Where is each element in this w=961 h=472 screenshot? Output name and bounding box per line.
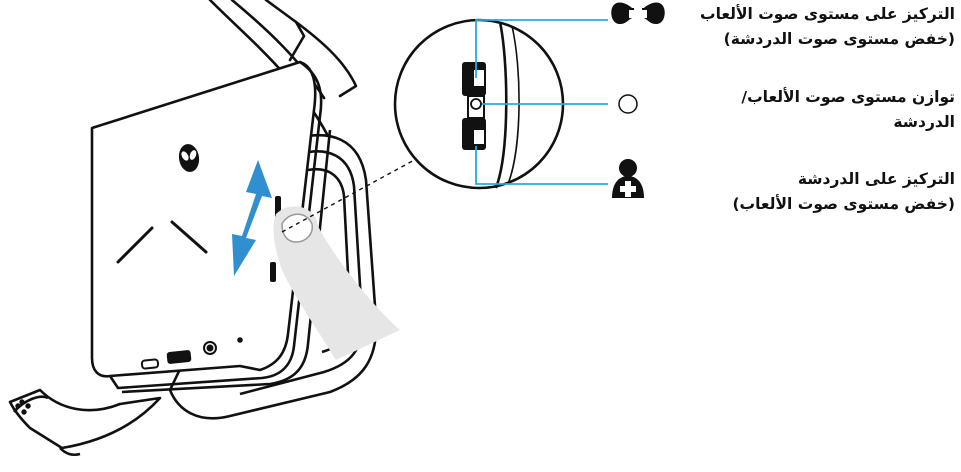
label-game-focus-line1: التركيز على مستوى صوت الألعاب xyxy=(600,2,955,27)
label-chat-focus-line1: التركيز على الدردشة xyxy=(600,167,955,192)
label-balance: توازن مستوى صوت الألعاب/ الدردشة xyxy=(600,85,955,135)
boom-mic xyxy=(10,390,160,455)
label-game-focus: التركيز على مستوى صوت الألعاب (خفض مستوى… xyxy=(600,2,955,52)
label-game-focus-line2: (خفض مستوى صوت الدردشة) xyxy=(600,27,955,52)
label-chat-focus-line2: (خفض مستوى صوت الألعاب) xyxy=(600,192,955,217)
label-chat-focus: التركيز على الدردشة (خفض مستوى صوت الألع… xyxy=(600,167,955,217)
label-balance-line1: توازن مستوى صوت الألعاب/ xyxy=(600,85,955,110)
label-balance-line2: الدردشة xyxy=(600,110,955,135)
